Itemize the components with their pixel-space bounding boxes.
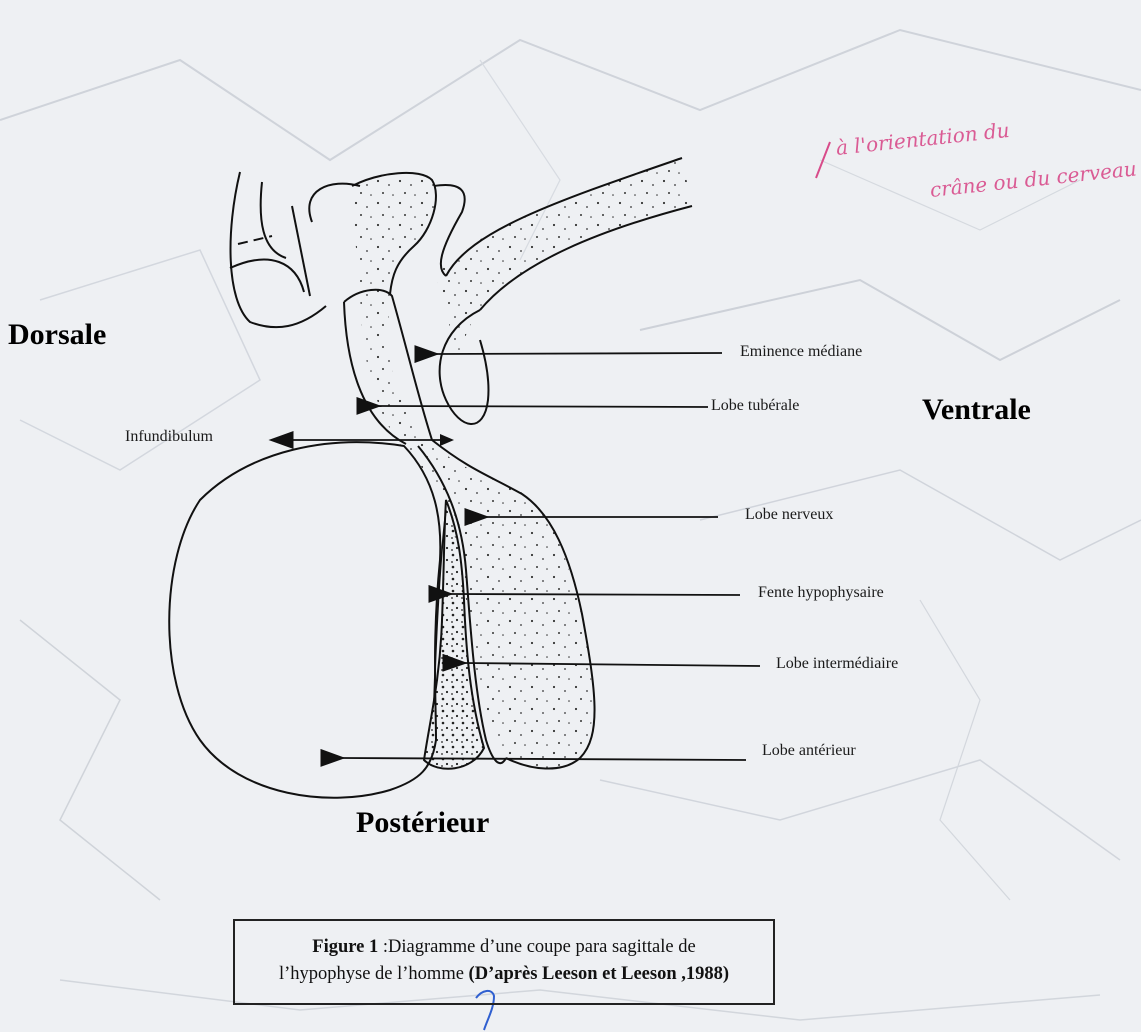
label-lobe-intermediaire: Lobe intermédiaire (776, 655, 898, 673)
label-fente-hypophysaire: Fente hypophysaire (758, 584, 884, 602)
caption-line-1: Figure 1 :Diagramme d’une coupe para sag… (235, 934, 773, 961)
caption-line-2: l’hypophyse de l’homme (D’après Leeson e… (235, 961, 773, 988)
label-lobe-nerveux: Lobe nerveux (745, 506, 833, 524)
caption-title: :Diagramme d’une coupe para sagittale de (378, 937, 695, 957)
posterior-label: Postérieur (356, 806, 489, 840)
caption-figure-number: Figure 1 (312, 937, 378, 957)
label-infundibulum: Infundibulum (125, 428, 213, 446)
label-lobe-anterieur: Lobe antérieur (762, 742, 856, 760)
caption-source: (D’après Leeson et Leeson ,1988) (469, 964, 730, 984)
dorsal-label: Dorsale (8, 318, 106, 352)
caption-subject: l’hypophyse de l’homme (279, 964, 469, 984)
figure-caption: Figure 1 :Diagramme d’une coupe para sag… (233, 919, 775, 1005)
ventral-label: Ventrale (922, 393, 1031, 427)
label-lobe-tuberale: Lobe tubérale (711, 397, 799, 415)
label-eminence-mediane: Eminence médiane (740, 343, 862, 361)
